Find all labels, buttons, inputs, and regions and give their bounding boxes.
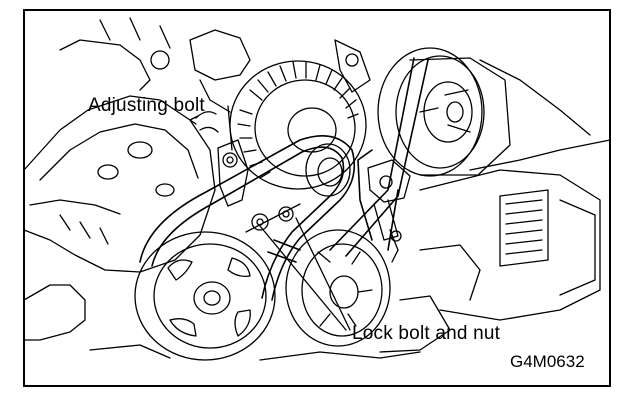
adjusting-bolt-leader [227, 105, 233, 151]
compressor-pulley [377, 47, 611, 177]
figure-frame [23, 9, 611, 387]
power-steering-pulley [285, 229, 391, 347]
radiator-grille [89, 169, 601, 361]
idler-pulley [305, 143, 351, 197]
alternator [229, 39, 371, 190]
lock-bolt-assembly [245, 203, 301, 233]
engine-block [23, 17, 251, 341]
lock-bolt-leader-b [295, 217, 351, 331]
drive-belt [139, 57, 429, 301]
adjuster-bracket [189, 111, 249, 207]
crankshaft-pulley [134, 231, 276, 361]
leader-lines [227, 105, 351, 331]
figure-code: G4M0632 [510, 352, 585, 371]
lock-bolt-leader-a [259, 225, 347, 331]
adjusting-bolt-label: Adjusting bolt [88, 95, 205, 116]
lock-bolt-and-nut-label: Lock bolt and nut [352, 323, 501, 344]
tensioner-bracket [367, 159, 411, 263]
